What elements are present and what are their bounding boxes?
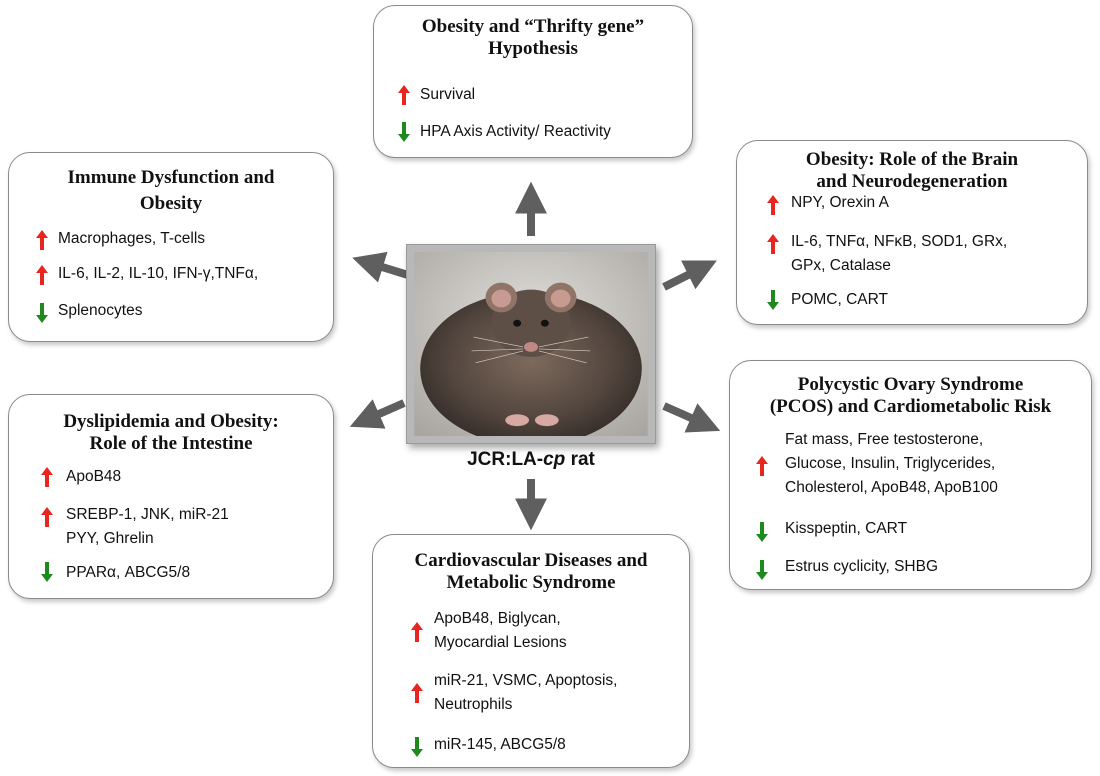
item-line: Fat mass, Free testosterone, [785, 431, 984, 448]
immune-item-cytokines: IL-6, IL-2, IL-10, IFN-γ,TNFα, [58, 265, 259, 282]
center-label-suffix: rat [565, 449, 595, 470]
brain-item-pomc: POMC, CART [791, 291, 889, 308]
pcos-cardiometabolic-box: Polycystic Ovary Syndrome (PCOS) and Car… [729, 360, 1092, 590]
cardio-item-apob48: ApoB48, Biglycan, Myocardial Lesions [434, 607, 567, 655]
item-line: Glucose, Insulin, Triglycerides, [785, 455, 996, 472]
thrifty-gene-title: Obesity and “Thrifty gene” Hypothesis [374, 16, 692, 60]
item-line: miR-21, VSMC, Apoptosis, [434, 672, 618, 689]
intestine-item-ppara: PPARα, ABCG5/8 [66, 564, 191, 581]
item-line: Cholesterol, ApoB48, ApoB100 [785, 479, 998, 496]
up-arrow-icon [398, 85, 410, 105]
cardio-item-mir21: miR-21, VSMC, Apoptosis, Neutrophils [434, 669, 617, 717]
down-arrow-icon [756, 560, 768, 580]
title-line: Obesity: Role of the Brain [805, 149, 1019, 170]
immune-dysfunction-title: Immune Dysfunction and Obesity [9, 165, 333, 217]
pcos-item-metabolic: Fat mass, Free testosterone, Glucose, In… [785, 428, 998, 500]
brain-item-inflammation: IL-6, TNFα, NFκB, SOD1, GRx, GPx, Catala… [791, 230, 1007, 278]
up-arrow-icon [41, 507, 53, 527]
obese-rat-photo-icon [414, 252, 648, 436]
title-line: and Neurodegeneration [816, 171, 1008, 192]
down-arrow-icon [756, 522, 768, 542]
down-arrow-icon [36, 303, 48, 323]
title-line: (PCOS) and Cardiometabolic Risk [769, 396, 1052, 417]
pcos-item-estrus: Estrus cyclicity, SHBG [785, 558, 939, 575]
title-line: Dyslipidemia and Obesity: [63, 411, 279, 432]
title-line: Cardiovascular Diseases and [414, 550, 648, 571]
title-line: Hypothesis [488, 38, 578, 59]
item-line: GPx, Catalase [791, 257, 891, 274]
cardio-item-mir145: miR-145, ABCG5/8 [434, 736, 566, 753]
center-label-prefix: JCR:LA- [467, 449, 544, 470]
rat-photo-frame [406, 244, 656, 444]
item-line: ApoB48, Biglycan, [434, 610, 561, 627]
up-arrow-icon [411, 622, 423, 642]
intestine-item-apob48: ApoB48 [66, 468, 122, 485]
down-arrow-icon [41, 562, 53, 582]
intestine-item-srebp: SREBP-1, JNK, miR-21 PYY, Ghrelin [66, 503, 229, 551]
item-line: SREBP-1, JNK, miR-21 [66, 506, 229, 523]
thrifty-item-hpa: HPA Axis Activity/ Reactivity [420, 123, 611, 140]
dyslipidemia-intestine-title: Dyslipidemia and Obesity: Role of the In… [9, 411, 333, 455]
title-line: Obesity and “Thrifty gene” [421, 16, 645, 37]
item-line: Myocardial Lesions [434, 634, 567, 651]
immune-item-macrophages: Macrophages, T-cells [58, 230, 206, 247]
title-line: Metabolic Syndrome [446, 572, 616, 593]
down-arrow-icon [767, 290, 779, 310]
up-arrow-icon [36, 230, 48, 250]
immune-item-splenocytes: Splenocytes [58, 302, 143, 319]
item-line: Neutrophils [434, 696, 513, 713]
title-line: Immune Dysfunction and [67, 167, 275, 188]
center-label: JCR:LA-cp rat [446, 448, 616, 472]
arrow-to-intestine [349, 399, 406, 429]
up-arrow-icon [41, 467, 53, 487]
up-arrow-icon [36, 265, 48, 285]
arrow-to-immune [352, 251, 410, 283]
up-arrow-icon [767, 195, 779, 215]
brain-neurodegeneration-box: Obesity: Role of the Brain and Neurodege… [736, 140, 1088, 325]
up-arrow-icon [411, 683, 423, 703]
title-line: Polycystic Ovary Syndrome [797, 374, 1024, 395]
cardiovascular-metabolic-title: Cardiovascular Diseases and Metabolic Sy… [373, 550, 689, 594]
immune-dysfunction-box: Immune Dysfunction and Obesity Macrophag… [8, 152, 334, 342]
down-arrow-icon [411, 737, 423, 757]
arrow-to-pcos [662, 402, 721, 433]
down-arrow-icon [398, 122, 410, 142]
title-line: Role of the Intestine [89, 433, 253, 454]
thrifty-item-survival: Survival [420, 86, 476, 103]
thrifty-gene-box: Obesity and “Thrifty gene” Hypothesis Su… [373, 5, 693, 158]
brain-neurodegeneration-title: Obesity: Role of the Brain and Neurodege… [737, 149, 1087, 193]
cardiovascular-metabolic-box: Cardiovascular Diseases and Metabolic Sy… [372, 534, 690, 768]
pcos-cardiometabolic-title: Polycystic Ovary Syndrome (PCOS) and Car… [730, 374, 1091, 418]
title-line: Obesity [139, 193, 203, 214]
pcos-item-kisspeptin: Kisspeptin, CART [785, 520, 908, 537]
center-label-italic: cp [543, 449, 566, 470]
dyslipidemia-intestine-box: Dyslipidemia and Obesity: Role of the In… [8, 394, 334, 599]
up-arrow-icon [767, 234, 779, 254]
brain-item-npy: NPY, Orexin A [791, 194, 889, 211]
arrow-to-brain [662, 260, 717, 291]
item-line: PYY, Ghrelin [66, 530, 154, 547]
item-line: IL-6, TNFα, NFκB, SOD1, GRx, [791, 233, 1008, 250]
up-arrow-icon [756, 456, 768, 476]
